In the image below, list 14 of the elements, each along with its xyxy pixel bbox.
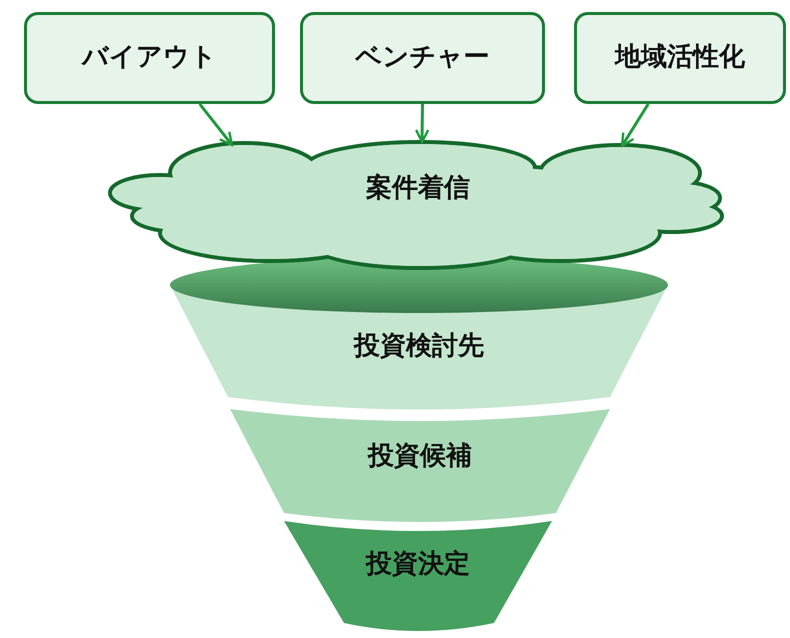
arrow [414, 104, 430, 144]
arrow [198, 103, 234, 146]
node-label: 投資候補 [366, 440, 473, 472]
node-label: 地域活性化 [613, 41, 746, 73]
node-label: バイアウト [80, 41, 218, 73]
rounded-box [300, 12, 545, 104]
arrow [620, 103, 650, 148]
node-label: 投資決定 [364, 548, 471, 580]
node-label: 案件着信 [365, 172, 471, 204]
rounded-box [24, 12, 275, 104]
rounded-box [574, 12, 786, 104]
node-label: 投資検討先 [352, 330, 485, 362]
funnel-top-segment [170, 257, 668, 412]
node-label: ベンチャー [354, 41, 490, 73]
